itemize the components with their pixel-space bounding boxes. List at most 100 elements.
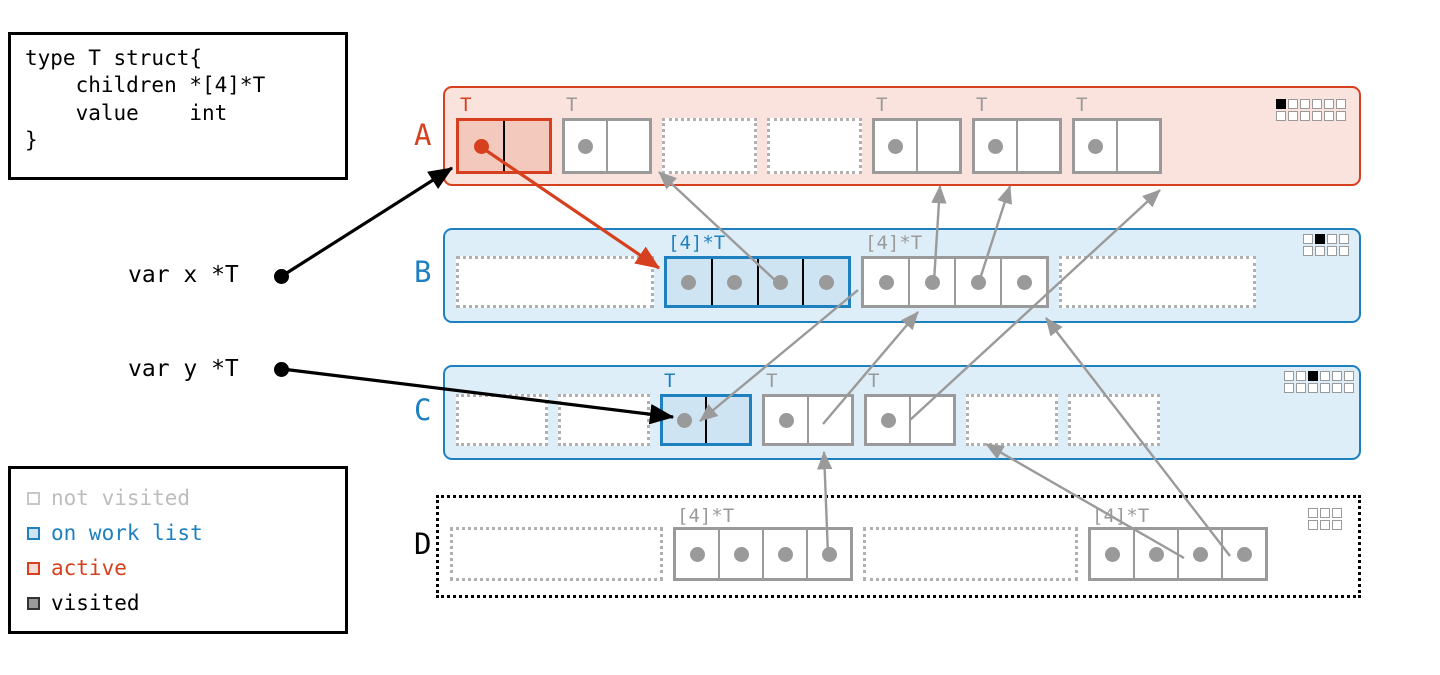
slot-type-caption: [4]*T	[668, 232, 726, 254]
pointer-dot-icon	[818, 274, 834, 290]
struct-block[interactable]	[1072, 118, 1162, 174]
block-cell[interactable]	[975, 121, 1016, 171]
empty-heap-slot[interactable]	[1059, 256, 1256, 308]
memory-usage-indicator	[1284, 371, 1354, 393]
struct-block[interactable]	[562, 118, 652, 174]
memory-indicator-cell	[1315, 234, 1325, 244]
memory-indicator-cell	[1303, 234, 1313, 244]
empty-heap-slot[interactable]	[966, 394, 1058, 446]
array-block[interactable]	[664, 256, 851, 308]
memory-indicator-cell	[1327, 246, 1337, 256]
block-cell[interactable]	[864, 259, 908, 305]
block-cell[interactable]	[1071, 397, 1157, 443]
block-cell[interactable]	[765, 397, 807, 443]
block-cell[interactable]	[1091, 530, 1133, 578]
block-cell[interactable]	[969, 397, 1055, 443]
empty-heap-slot[interactable]	[450, 527, 663, 581]
block-cell[interactable]	[561, 397, 647, 443]
block-cell[interactable]	[1221, 530, 1265, 578]
pointer-dot-icon	[821, 546, 837, 562]
legend-label: visited	[51, 591, 140, 615]
block-cell[interactable]	[1177, 530, 1221, 578]
memory-indicator-cell	[1308, 520, 1318, 530]
empty-heap-slot[interactable]	[456, 256, 654, 308]
block-cell[interactable]	[459, 397, 545, 443]
array-block[interactable]	[861, 256, 1049, 308]
struct-block[interactable]	[872, 118, 962, 174]
empty-heap-slot[interactable]	[863, 527, 1078, 581]
block-cell[interactable]	[1133, 530, 1177, 578]
array-block[interactable]	[1088, 527, 1268, 581]
block-cell[interactable]	[663, 397, 705, 443]
slot-type-caption: [4]*T	[1092, 505, 1150, 527]
block-cell[interactable]	[667, 259, 711, 305]
block-cell[interactable]	[867, 397, 909, 443]
struct-block[interactable]	[660, 394, 752, 446]
memory-indicator-cell	[1339, 246, 1349, 256]
block-cell[interactable]	[503, 121, 549, 171]
block-cell[interactable]	[807, 397, 851, 443]
empty-heap-slot[interactable]	[662, 118, 757, 174]
slot-type-caption: [4]*T	[865, 232, 923, 254]
block-cell[interactable]	[1116, 121, 1159, 171]
memory-indicator-cell	[1276, 111, 1286, 121]
block-cell[interactable]	[459, 259, 651, 305]
memory-indicator-cell	[1336, 111, 1346, 121]
memory-indicator-cell	[1315, 246, 1325, 256]
memory-indicator-cell	[1320, 371, 1330, 381]
memory-indicator-cell	[1308, 371, 1318, 381]
pointer-dot-icon	[878, 274, 894, 290]
block-cell[interactable]	[1016, 121, 1059, 171]
block-cell[interactable]	[756, 259, 803, 305]
pointer-dot-icon	[778, 412, 794, 428]
slot-type-caption: T	[766, 370, 778, 392]
visited-swatch-icon	[27, 597, 40, 610]
block-cell[interactable]	[718, 530, 762, 578]
pointer-dot-icon	[681, 274, 697, 290]
pointer-dot-icon	[888, 138, 903, 154]
block-cell[interactable]	[770, 121, 859, 171]
block-cell[interactable]	[1075, 121, 1116, 171]
memory-indicator-cell	[1312, 111, 1322, 121]
block-cell[interactable]	[705, 397, 749, 443]
pointer-dot-icon	[772, 274, 788, 290]
block-cell[interactable]	[909, 397, 953, 443]
block-cell[interactable]	[875, 121, 916, 171]
block-cell[interactable]	[908, 259, 954, 305]
block-cell[interactable]	[710, 259, 757, 305]
block-cell[interactable]	[665, 121, 754, 171]
slot-type-caption: T	[460, 94, 472, 116]
memory-indicator-cell	[1339, 234, 1349, 244]
empty-heap-slot[interactable]	[456, 394, 548, 446]
empty-heap-slot[interactable]	[558, 394, 650, 446]
empty-heap-slot[interactable]	[767, 118, 862, 174]
pointer-dot-icon	[727, 274, 743, 290]
block-cell[interactable]	[866, 530, 1075, 578]
memory-indicator-cell	[1344, 371, 1354, 381]
block-cell[interactable]	[762, 530, 806, 578]
block-cell[interactable]	[676, 530, 718, 578]
block-cell[interactable]	[459, 121, 503, 171]
block-cell[interactable]	[1000, 259, 1046, 305]
struct-block[interactable]	[864, 394, 956, 446]
block-cell[interactable]	[806, 530, 850, 578]
block-cell[interactable]	[916, 121, 959, 171]
block-cell[interactable]	[606, 121, 649, 171]
memory-indicator-row	[1303, 234, 1349, 244]
empty-heap-slot[interactable]	[1068, 394, 1160, 446]
array-block[interactable]	[673, 527, 853, 581]
legend-item-active: active	[27, 551, 329, 586]
struct-block[interactable]	[456, 118, 552, 174]
pointer-dot-icon	[1088, 138, 1103, 154]
block-cell[interactable]	[453, 530, 660, 578]
struct-block[interactable]	[972, 118, 1062, 174]
pointer-dot-icon	[988, 138, 1003, 154]
block-cell[interactable]	[954, 259, 1000, 305]
block-cell[interactable]	[802, 259, 848, 305]
pointer-dot-icon	[970, 274, 986, 290]
on-work-list-swatch-icon	[27, 527, 40, 540]
block-cell[interactable]	[565, 121, 606, 171]
block-cell[interactable]	[1062, 259, 1253, 305]
memory-indicator-row	[1276, 99, 1346, 109]
struct-block[interactable]	[762, 394, 854, 446]
